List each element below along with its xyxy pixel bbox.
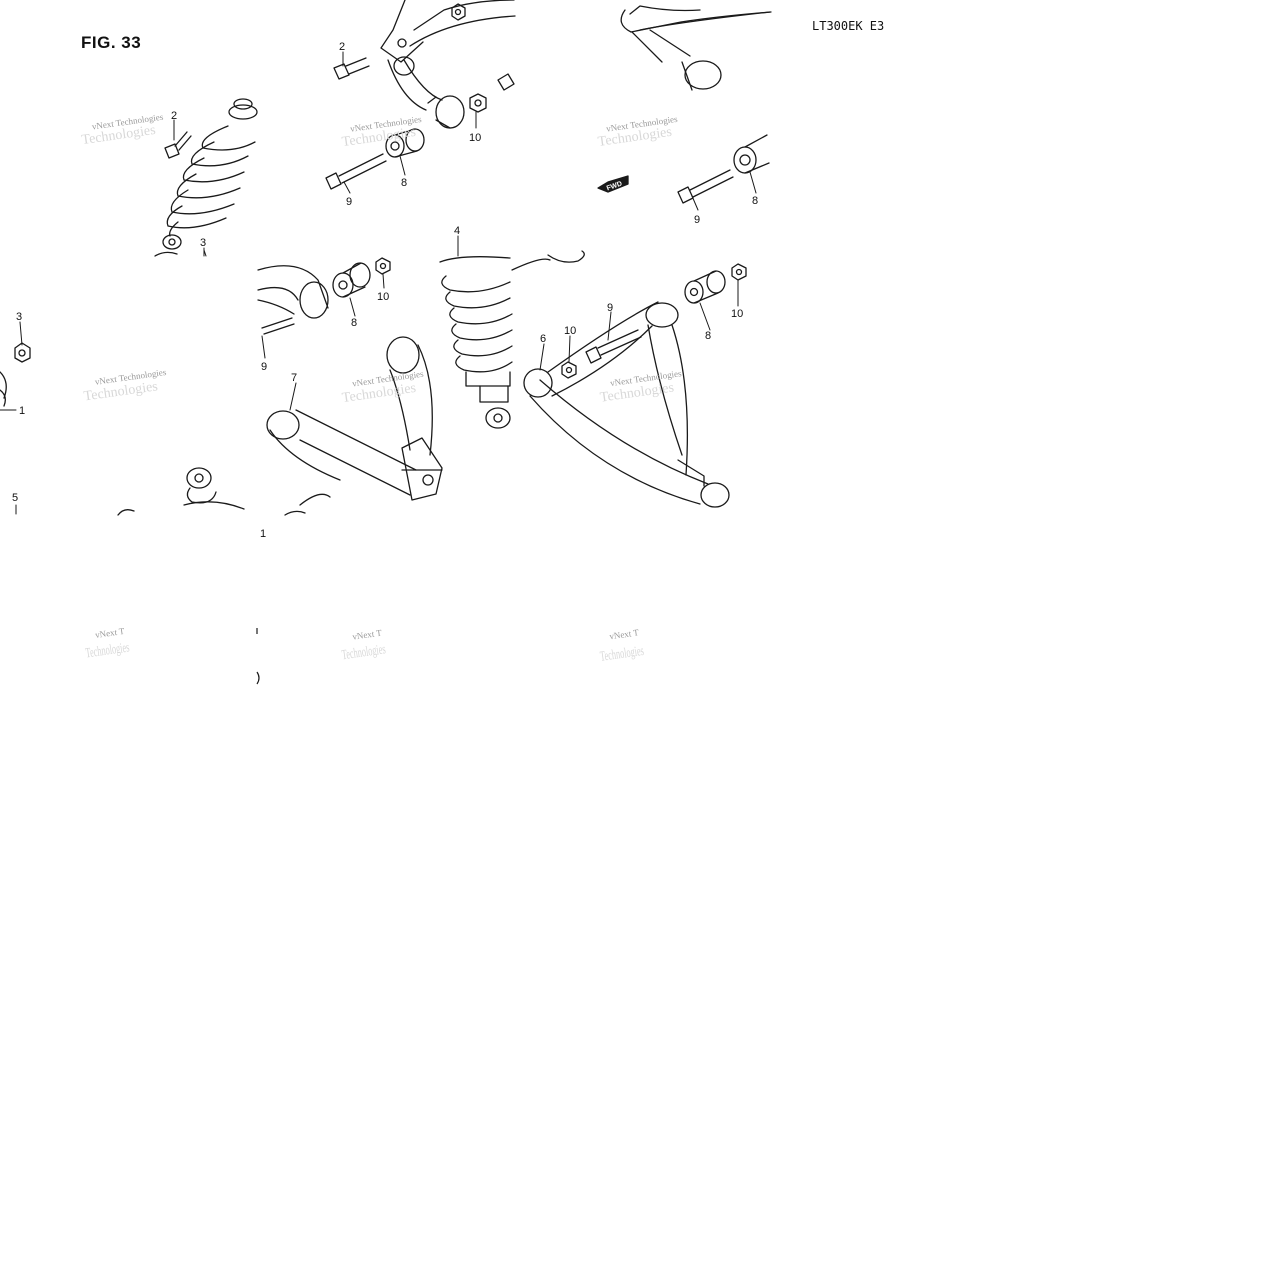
callout-10-mid: 10 <box>377 291 389 303</box>
callout-9-mid: 9 <box>261 361 267 373</box>
bushing-8-arm <box>684 270 726 304</box>
callout-8-top: 8 <box>401 177 407 189</box>
callout-1-bottom: 1 <box>260 528 266 540</box>
leader-lines <box>0 51 757 515</box>
watermark-text: vNext T <box>352 628 383 642</box>
callout-9-arm: 9 <box>607 302 613 314</box>
shock-absorber-rear <box>154 98 258 257</box>
callout-10-arm2: 10 <box>731 308 743 320</box>
bolt-9-arm <box>585 329 642 364</box>
callout-2-top: 2 <box>339 41 345 53</box>
shock-fragment-left <box>0 342 31 407</box>
bushing-8-mid <box>332 262 371 298</box>
callout-3-left: 3 <box>200 237 206 249</box>
callout-10-top: 10 <box>469 132 481 144</box>
watermark-bg: Technologies <box>341 642 387 663</box>
callout-3-far: 3 <box>16 311 22 323</box>
upper-arm-7 <box>257 265 443 516</box>
callout-8-right: 8 <box>752 195 758 207</box>
bolt-9-right <box>677 169 734 204</box>
nut-10-top <box>469 73 515 113</box>
shock-absorber-front <box>439 250 585 429</box>
model-code: LT300EK E3 <box>812 19 885 33</box>
callout-6: 6 <box>540 333 546 345</box>
tile-edges <box>256 628 260 685</box>
watermark-text: vNext T <box>609 627 640 641</box>
nut-small-top <box>451 3 466 21</box>
bushing-8-top <box>385 128 425 158</box>
callout-4: 4 <box>454 225 460 237</box>
upper-arm-bracket <box>380 0 516 129</box>
callout-1-far: 1 <box>19 405 25 417</box>
lower-arm-6 <box>523 301 730 508</box>
bolt-9-top <box>325 153 387 190</box>
callout-8-mid: 8 <box>351 317 357 329</box>
bolt-2-top <box>333 57 370 80</box>
callout-9-right: 9 <box>694 214 700 226</box>
shock-bottom-fragment <box>117 467 245 516</box>
lower-arm-top <box>620 5 772 91</box>
figure-title: FIG. 33 <box>81 33 142 52</box>
callout-10-arm: 10 <box>564 325 576 337</box>
callouts: 2 2 10 8 9 9 8 3 3 4 10 8 9 7 6 10 9 8 1… <box>12 41 758 540</box>
callout-5: 5 <box>12 492 18 504</box>
bushing-8-right <box>733 134 770 174</box>
callout-7: 7 <box>291 372 297 384</box>
nut-10-mid <box>375 257 391 275</box>
callout-2-left: 2 <box>171 110 177 122</box>
watermarks: Technologies vNext Technologies Technolo… <box>81 112 683 665</box>
watermark-bg: Technologies <box>85 640 131 661</box>
nut-10-arm <box>561 263 747 379</box>
callout-9-top: 9 <box>346 196 352 208</box>
watermark-text: vNext T <box>94 626 125 640</box>
fwd-arrow <box>597 175 629 193</box>
bolt-left <box>164 131 192 159</box>
callout-8-arm: 8 <box>705 330 711 342</box>
watermark-bg: Technologies <box>599 644 645 665</box>
